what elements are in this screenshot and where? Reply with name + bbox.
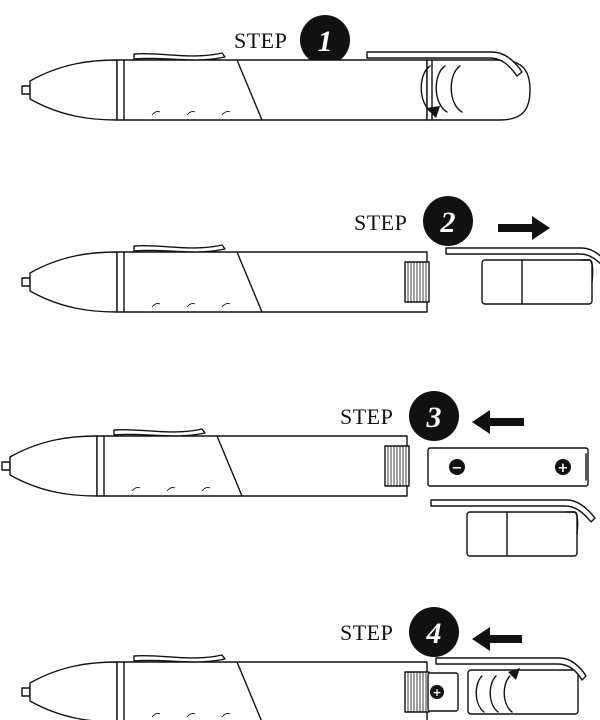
step-2: STEP 2 bbox=[21, 196, 600, 313]
step-4: STEP 4 + bbox=[21, 607, 587, 720]
step-word: STEP bbox=[234, 28, 287, 53]
positive-terminal-label: + bbox=[432, 686, 441, 699]
battery: + bbox=[427, 672, 459, 712]
pen-body bbox=[1, 428, 410, 497]
pen-cap bbox=[435, 657, 587, 715]
step-badge bbox=[409, 607, 459, 657]
arrow-right-icon bbox=[498, 216, 550, 240]
step-3-label: STEP 3 bbox=[340, 391, 459, 441]
positive-terminal-icon bbox=[555, 459, 571, 475]
pen-cap bbox=[445, 247, 600, 305]
pen-body bbox=[21, 244, 430, 313]
pen-body bbox=[21, 51, 531, 121]
step-badge bbox=[409, 391, 459, 441]
step-badge bbox=[300, 15, 350, 65]
arrow-left-icon bbox=[472, 410, 524, 434]
positive-terminal-label: + bbox=[558, 461, 569, 476]
step-4-label: STEP 4 bbox=[340, 607, 459, 657]
step-number: 2 bbox=[440, 206, 456, 239]
step-badge bbox=[423, 196, 473, 246]
step-1-label: STEP 1 bbox=[234, 15, 350, 65]
pen-body bbox=[21, 654, 430, 720]
step-word: STEP bbox=[340, 620, 393, 645]
step-2-label: STEP 2 bbox=[354, 196, 473, 246]
negative-terminal-label: − bbox=[452, 461, 463, 476]
step-number: 1 bbox=[318, 25, 333, 58]
step-3: STEP 3 − + bbox=[1, 391, 596, 557]
positive-terminal-icon bbox=[430, 685, 444, 699]
pen-cap bbox=[430, 499, 596, 557]
arrow-left-icon bbox=[472, 627, 522, 651]
negative-terminal-icon bbox=[449, 459, 465, 475]
step-1: STEP 1 bbox=[21, 15, 531, 121]
step-number: 3 bbox=[426, 401, 442, 434]
rotate-icon bbox=[420, 65, 463, 118]
step-word: STEP bbox=[340, 404, 393, 429]
rotate-icon bbox=[508, 668, 520, 680]
battery: − + bbox=[427, 447, 589, 487]
step-word: STEP bbox=[354, 210, 407, 235]
step-number: 4 bbox=[426, 617, 442, 650]
